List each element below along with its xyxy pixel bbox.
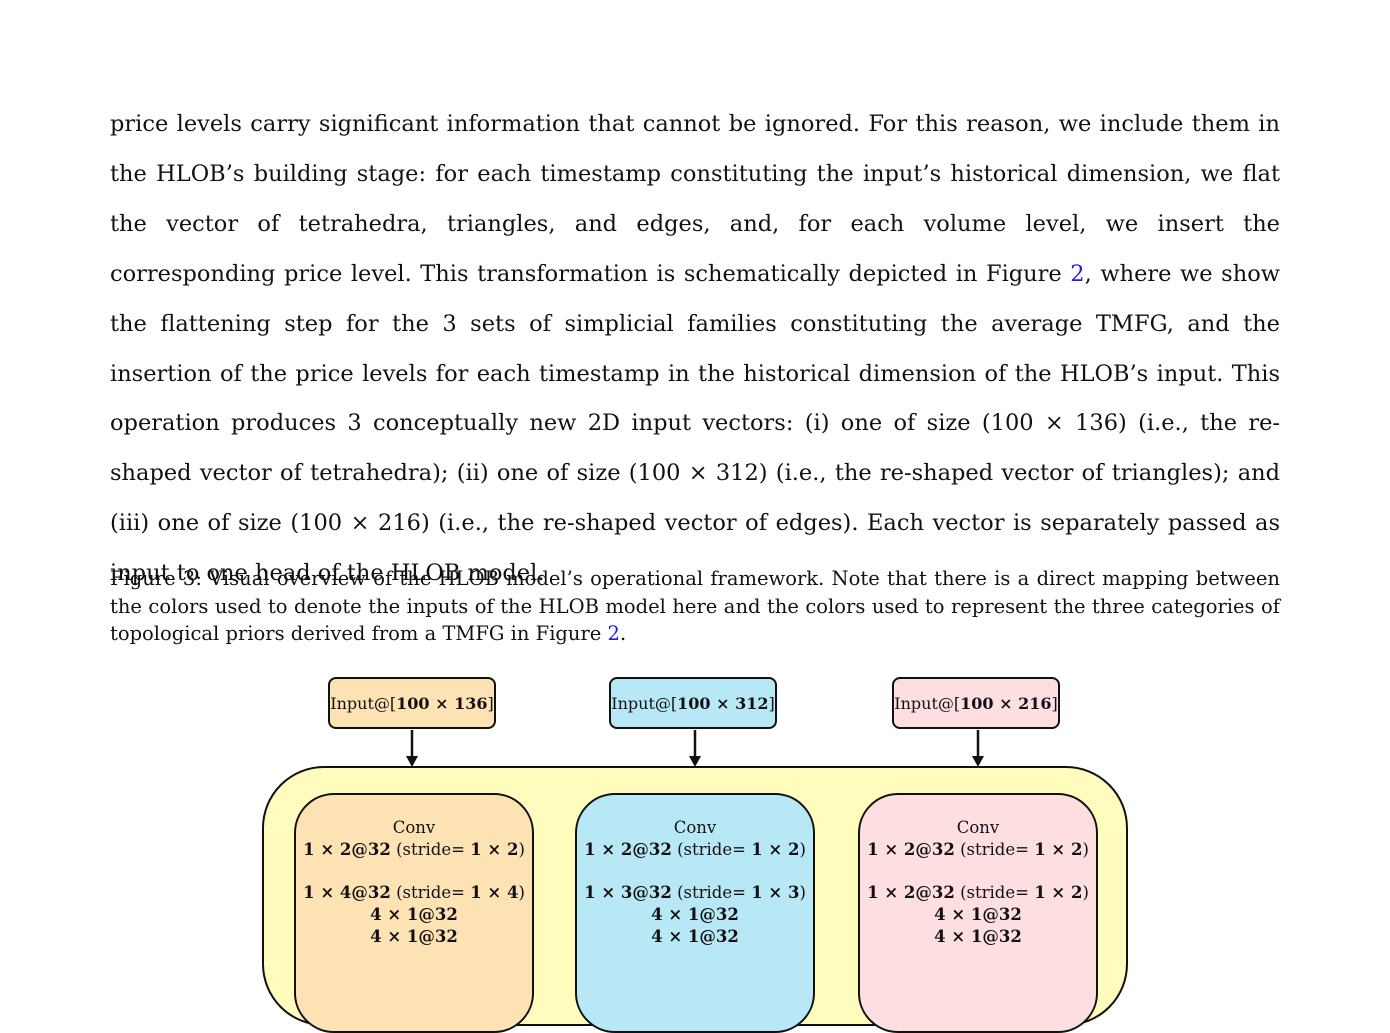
input-box-triangles: Input@[100 × 312]: [609, 677, 777, 729]
body-line: transformation is schematically depicted…: [477, 260, 1071, 287]
input-label: Input@[100 × 136]: [330, 693, 494, 713]
caption-text: Figure 3: Visual overview of the HLOB mo…: [110, 567, 1280, 645]
input-label: Input@[100 × 312]: [611, 693, 775, 713]
caption-end: .: [619, 622, 627, 645]
head-title: Conv: [956, 818, 1000, 837]
input-label: Input@[100 × 216]: [894, 693, 1058, 713]
body-line: price levels carry significant informati…: [110, 111, 1280, 187]
conv-layer-1: 1 × 2@32 (stride= 1 × 2): [867, 839, 1089, 859]
down-arrow-icon: [406, 730, 418, 767]
head-title: Conv: [673, 818, 717, 837]
conv-layer-3: 4 × 1@32: [934, 905, 1022, 925]
input-box-edges: Input@[100 × 216]: [892, 677, 1060, 729]
conv-layer-1: 1 × 2@32 (stride= 1 × 2): [303, 839, 525, 859]
conv-layer-4: 4 × 1@32: [934, 926, 1022, 946]
body-line: , where we show the flattening step for …: [110, 260, 1281, 337]
body-line: simplicial families constituting the ave…: [110, 310, 1280, 387]
figure-2-link[interactable]: 2: [1070, 260, 1085, 287]
figure-2-link[interactable]: 2: [607, 622, 620, 645]
body-line: of tetrahedra, triangles, and edges, and…: [110, 210, 1281, 287]
body-line: HLOB’s building stage: for each timestam…: [110, 160, 1280, 237]
input-box-tetrahedra: Input@[100 × 136]: [328, 677, 496, 729]
conv-head-triangles: Conv 1 × 2@32 (stride= 1 × 2) 1 × 3@32 (…: [575, 793, 815, 1033]
figure-caption: Figure 3: Visual overview of the HLOB mo…: [110, 565, 1280, 648]
conv-layer-1: 1 × 2@32 (stride= 1 × 2): [584, 839, 806, 859]
conv-layer-3: 4 × 1@32: [651, 905, 739, 925]
conv-layer-4: 4 × 1@32: [651, 926, 739, 946]
conv-layer-2: 1 × 3@32 (stride= 1 × 3): [584, 883, 806, 903]
conv-layer-2: 1 × 2@32 (stride= 1 × 2): [867, 883, 1089, 903]
conv-layer-3: 4 × 1@32: [370, 905, 458, 925]
body-line: vectors: (i) one of size (100 × 136) (i.…: [110, 410, 1280, 487]
conv-head-tetrahedra: Conv 1 × 2@32 (stride= 1 × 2) 1 × 4@32 (…: [294, 793, 534, 1033]
conv-layer-2: 1 × 4@32 (stride= 1 × 4): [303, 883, 525, 903]
down-arrow-icon: [689, 730, 701, 767]
body-paragraph: price levels carry significant informati…: [110, 100, 1280, 599]
conv-layer-4: 4 × 1@32: [370, 926, 458, 946]
body-line: the re-shaped vector of triangles); and …: [110, 460, 1281, 537]
body-line: vector is separately passed as input to …: [110, 510, 1281, 587]
conv-head-edges: Conv 1 × 2@32 (stride= 1 × 2) 1 × 2@32 (…: [858, 793, 1098, 1033]
head-title: Conv: [392, 818, 436, 837]
body-line: in the historical dimension of the HLOB’…: [110, 360, 1281, 437]
down-arrow-icon: [972, 730, 984, 767]
